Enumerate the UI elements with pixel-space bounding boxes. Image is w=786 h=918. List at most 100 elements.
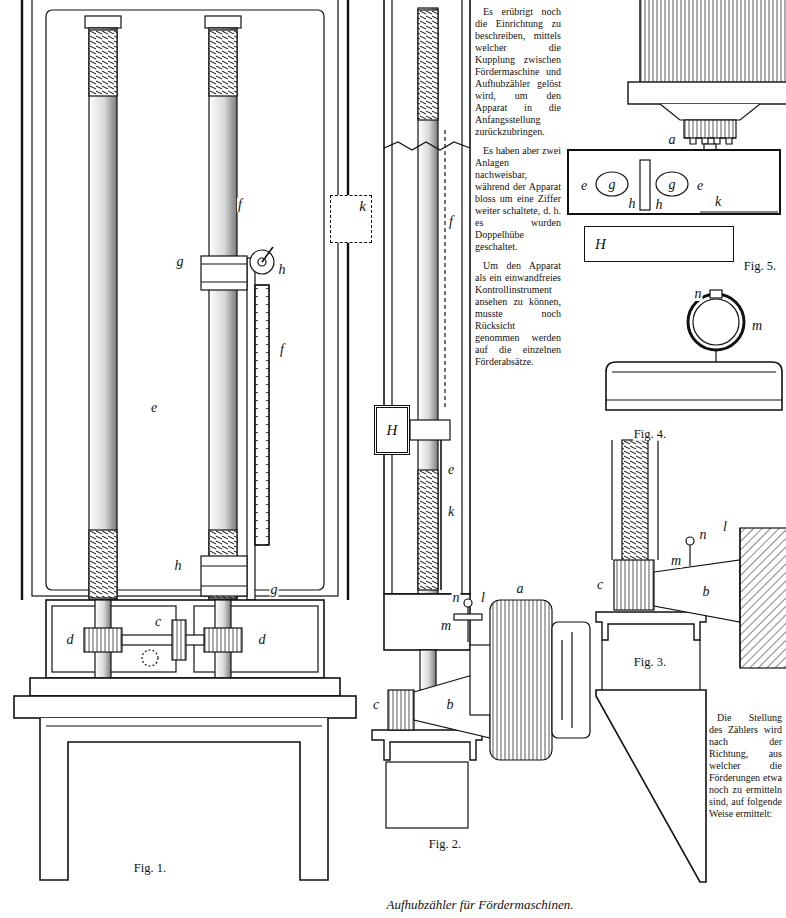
- fig2-drive: [490, 600, 552, 760]
- part-letter: g: [668, 178, 677, 192]
- fig1-gearbox: [204, 628, 242, 652]
- fig4-ring: [688, 294, 744, 350]
- figure-number: Fig. 1.: [133, 862, 167, 875]
- housing-box: H: [584, 226, 734, 262]
- part-letter: b: [446, 698, 455, 712]
- part-letter: k: [359, 199, 366, 214]
- fig1-frame: [22, 0, 348, 600]
- fig2-drive: [552, 622, 590, 738]
- part-letter: H: [387, 423, 398, 438]
- figure-number: Fig. 5.: [743, 260, 777, 273]
- part-letter: c: [372, 698, 380, 712]
- fig2-column: [444, 130, 445, 410]
- part-letter: g: [608, 178, 617, 192]
- fig1-scale: [255, 285, 269, 545]
- part-letter: n: [452, 591, 461, 605]
- fig1-slider: [262, 247, 273, 262]
- fig3-detail: [739, 528, 740, 668]
- fig1-frame: [32, 0, 338, 596]
- part-letter: l: [480, 591, 486, 605]
- fig2-drive: [386, 762, 468, 828]
- fig1-spindle: [85, 16, 241, 600]
- fig3-detail: [622, 440, 648, 562]
- housing-box: H: [374, 405, 410, 455]
- part-letter: h: [174, 559, 183, 573]
- fig1-gearbox: [194, 606, 318, 672]
- fig1-gearbox: [46, 600, 324, 678]
- text-column: Es erübrigt noch die Einrichtung zu besc…: [475, 6, 561, 375]
- part-letter: f: [448, 215, 454, 229]
- fig2-column: [410, 420, 450, 440]
- fig5-drum: [700, 211, 778, 212]
- fig4-ring: [606, 372, 782, 400]
- part-letter: h: [655, 198, 664, 212]
- fig1-gearbox: [46, 600, 324, 678]
- fig4-ring: [710, 290, 722, 298]
- fig1-spindle: [205, 16, 241, 28]
- fig3-detail: [740, 528, 786, 668]
- figure-caption: Aufhubzähler für Fördermaschinen.: [385, 897, 576, 913]
- fig2-drive: [372, 594, 590, 828]
- part-letter: m: [670, 554, 682, 568]
- fig1-base: [30, 678, 340, 696]
- fig2-column: [418, 10, 438, 120]
- fig5-drum: [628, 82, 786, 104]
- fig2-column: [384, 142, 470, 150]
- fig5-drum: [684, 120, 736, 138]
- fig1-spindle: [209, 30, 237, 96]
- part-letter: d: [66, 633, 75, 647]
- part-letter: h: [278, 263, 287, 277]
- fig1-base: [14, 696, 356, 718]
- part-letter: f: [237, 198, 243, 212]
- fig1-scale: [255, 285, 269, 545]
- fig2-drive: [420, 650, 436, 690]
- fig2-drive: [388, 690, 414, 730]
- fig2-drive: [464, 599, 472, 607]
- fig2-column: [418, 8, 438, 594]
- fig2-drive: [467, 606, 468, 642]
- projected-box: k: [330, 195, 372, 243]
- part-letter: g: [176, 255, 185, 269]
- fig4-ring: [606, 290, 782, 410]
- fig2-drive: [372, 730, 482, 760]
- part-letter: k: [447, 505, 455, 519]
- part-letter: b: [702, 585, 711, 599]
- part-letter: n: [694, 287, 703, 301]
- fig3-detail: [654, 560, 740, 622]
- fig5-drum: [568, 0, 786, 214]
- fig1-gearbox: [172, 620, 186, 660]
- figure-number: Fig. 3.: [633, 656, 667, 669]
- fig1-frame: [22, 0, 348, 600]
- part-letter: e: [580, 179, 588, 193]
- part-letter: H: [595, 237, 606, 252]
- part-letter: k: [714, 195, 722, 209]
- fig1-spindle: [89, 30, 117, 96]
- fig2-drive: [470, 645, 492, 715]
- fig1-slider: [201, 256, 247, 290]
- fig2-drive: [454, 614, 482, 620]
- part-letter: c: [154, 615, 162, 629]
- part-letter: e: [447, 463, 455, 477]
- part-letter: a: [516, 582, 525, 596]
- fig1-frame: [46, 10, 324, 590]
- part-letter: a: [668, 133, 677, 147]
- part-letter: f: [279, 343, 285, 357]
- fig3-detail: [602, 640, 700, 690]
- fig2-column: [384, 0, 470, 594]
- fig3-detail: [689, 545, 690, 566]
- fig1-base: [46, 725, 322, 726]
- body-text: Es erübrigt noch die Einrichtung zu besc…: [475, 6, 561, 138]
- fig1-slider: [247, 258, 255, 600]
- fig2-column: [418, 470, 438, 590]
- fig5-drum: [660, 104, 760, 120]
- body-text: Es haben aber zwei Anlagen nachweisbar, …: [475, 145, 561, 253]
- part-letter: l: [722, 520, 728, 534]
- fig1-gearbox: [122, 635, 204, 645]
- fig5-drum: [656, 172, 688, 196]
- fig1-spindle: [85, 16, 121, 28]
- part-letter: e: [150, 401, 158, 415]
- fig1-gearbox: [142, 650, 158, 666]
- fig1-slider: [201, 566, 247, 586]
- fig2-column: [440, 440, 442, 590]
